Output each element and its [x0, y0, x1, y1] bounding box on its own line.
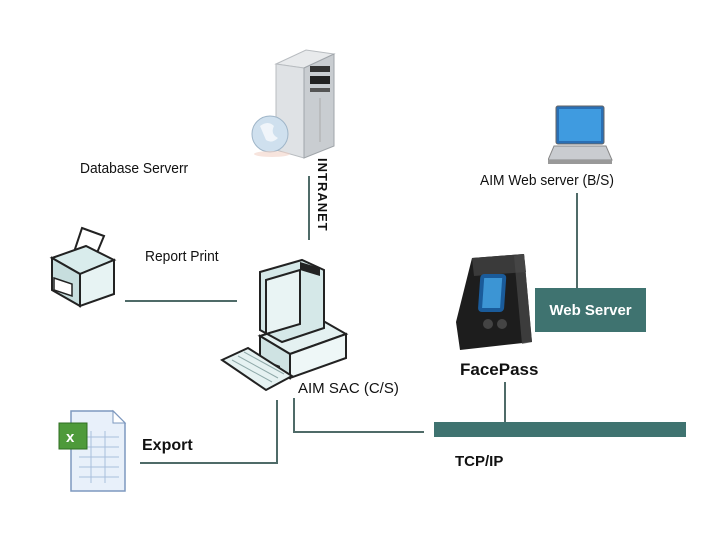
print-connector — [125, 300, 237, 302]
excel-spreadsheet-icon: x — [58, 409, 127, 492]
face-recognition-terminal-icon — [456, 254, 532, 350]
web-server-connector — [576, 193, 578, 289]
web-server-label: Web Server — [549, 301, 632, 319]
laptop-icon — [548, 105, 613, 164]
report-print-label: Report Print — [145, 248, 219, 265]
sac-connector-horizontal — [293, 431, 424, 433]
intranet-label: INTRANET — [315, 158, 330, 232]
aim-web-server-label: AIM Web server (B/S) — [480, 172, 614, 189]
tcpip-label: TCP/IP — [455, 453, 504, 470]
svg-text:x: x — [66, 429, 75, 446]
export-connector-vertical — [276, 400, 278, 464]
web-server-box: Web Server — [535, 288, 646, 332]
intranet-connector — [308, 176, 310, 240]
server-tower-icon — [251, 49, 336, 159]
facepass-connector — [504, 382, 506, 422]
aim-sac-label: AIM SAC (C/S) — [298, 380, 399, 397]
facepass-label: FacePass — [460, 360, 539, 379]
database-server-label: Database Serverr — [80, 160, 189, 177]
tcpip-bus — [434, 422, 686, 437]
sac-connector-vertical — [293, 398, 295, 433]
printer-icon — [49, 226, 117, 308]
export-label: Export — [142, 437, 193, 454]
export-connector-horizontal — [140, 462, 278, 464]
desktop-computer-icon — [220, 258, 349, 392]
